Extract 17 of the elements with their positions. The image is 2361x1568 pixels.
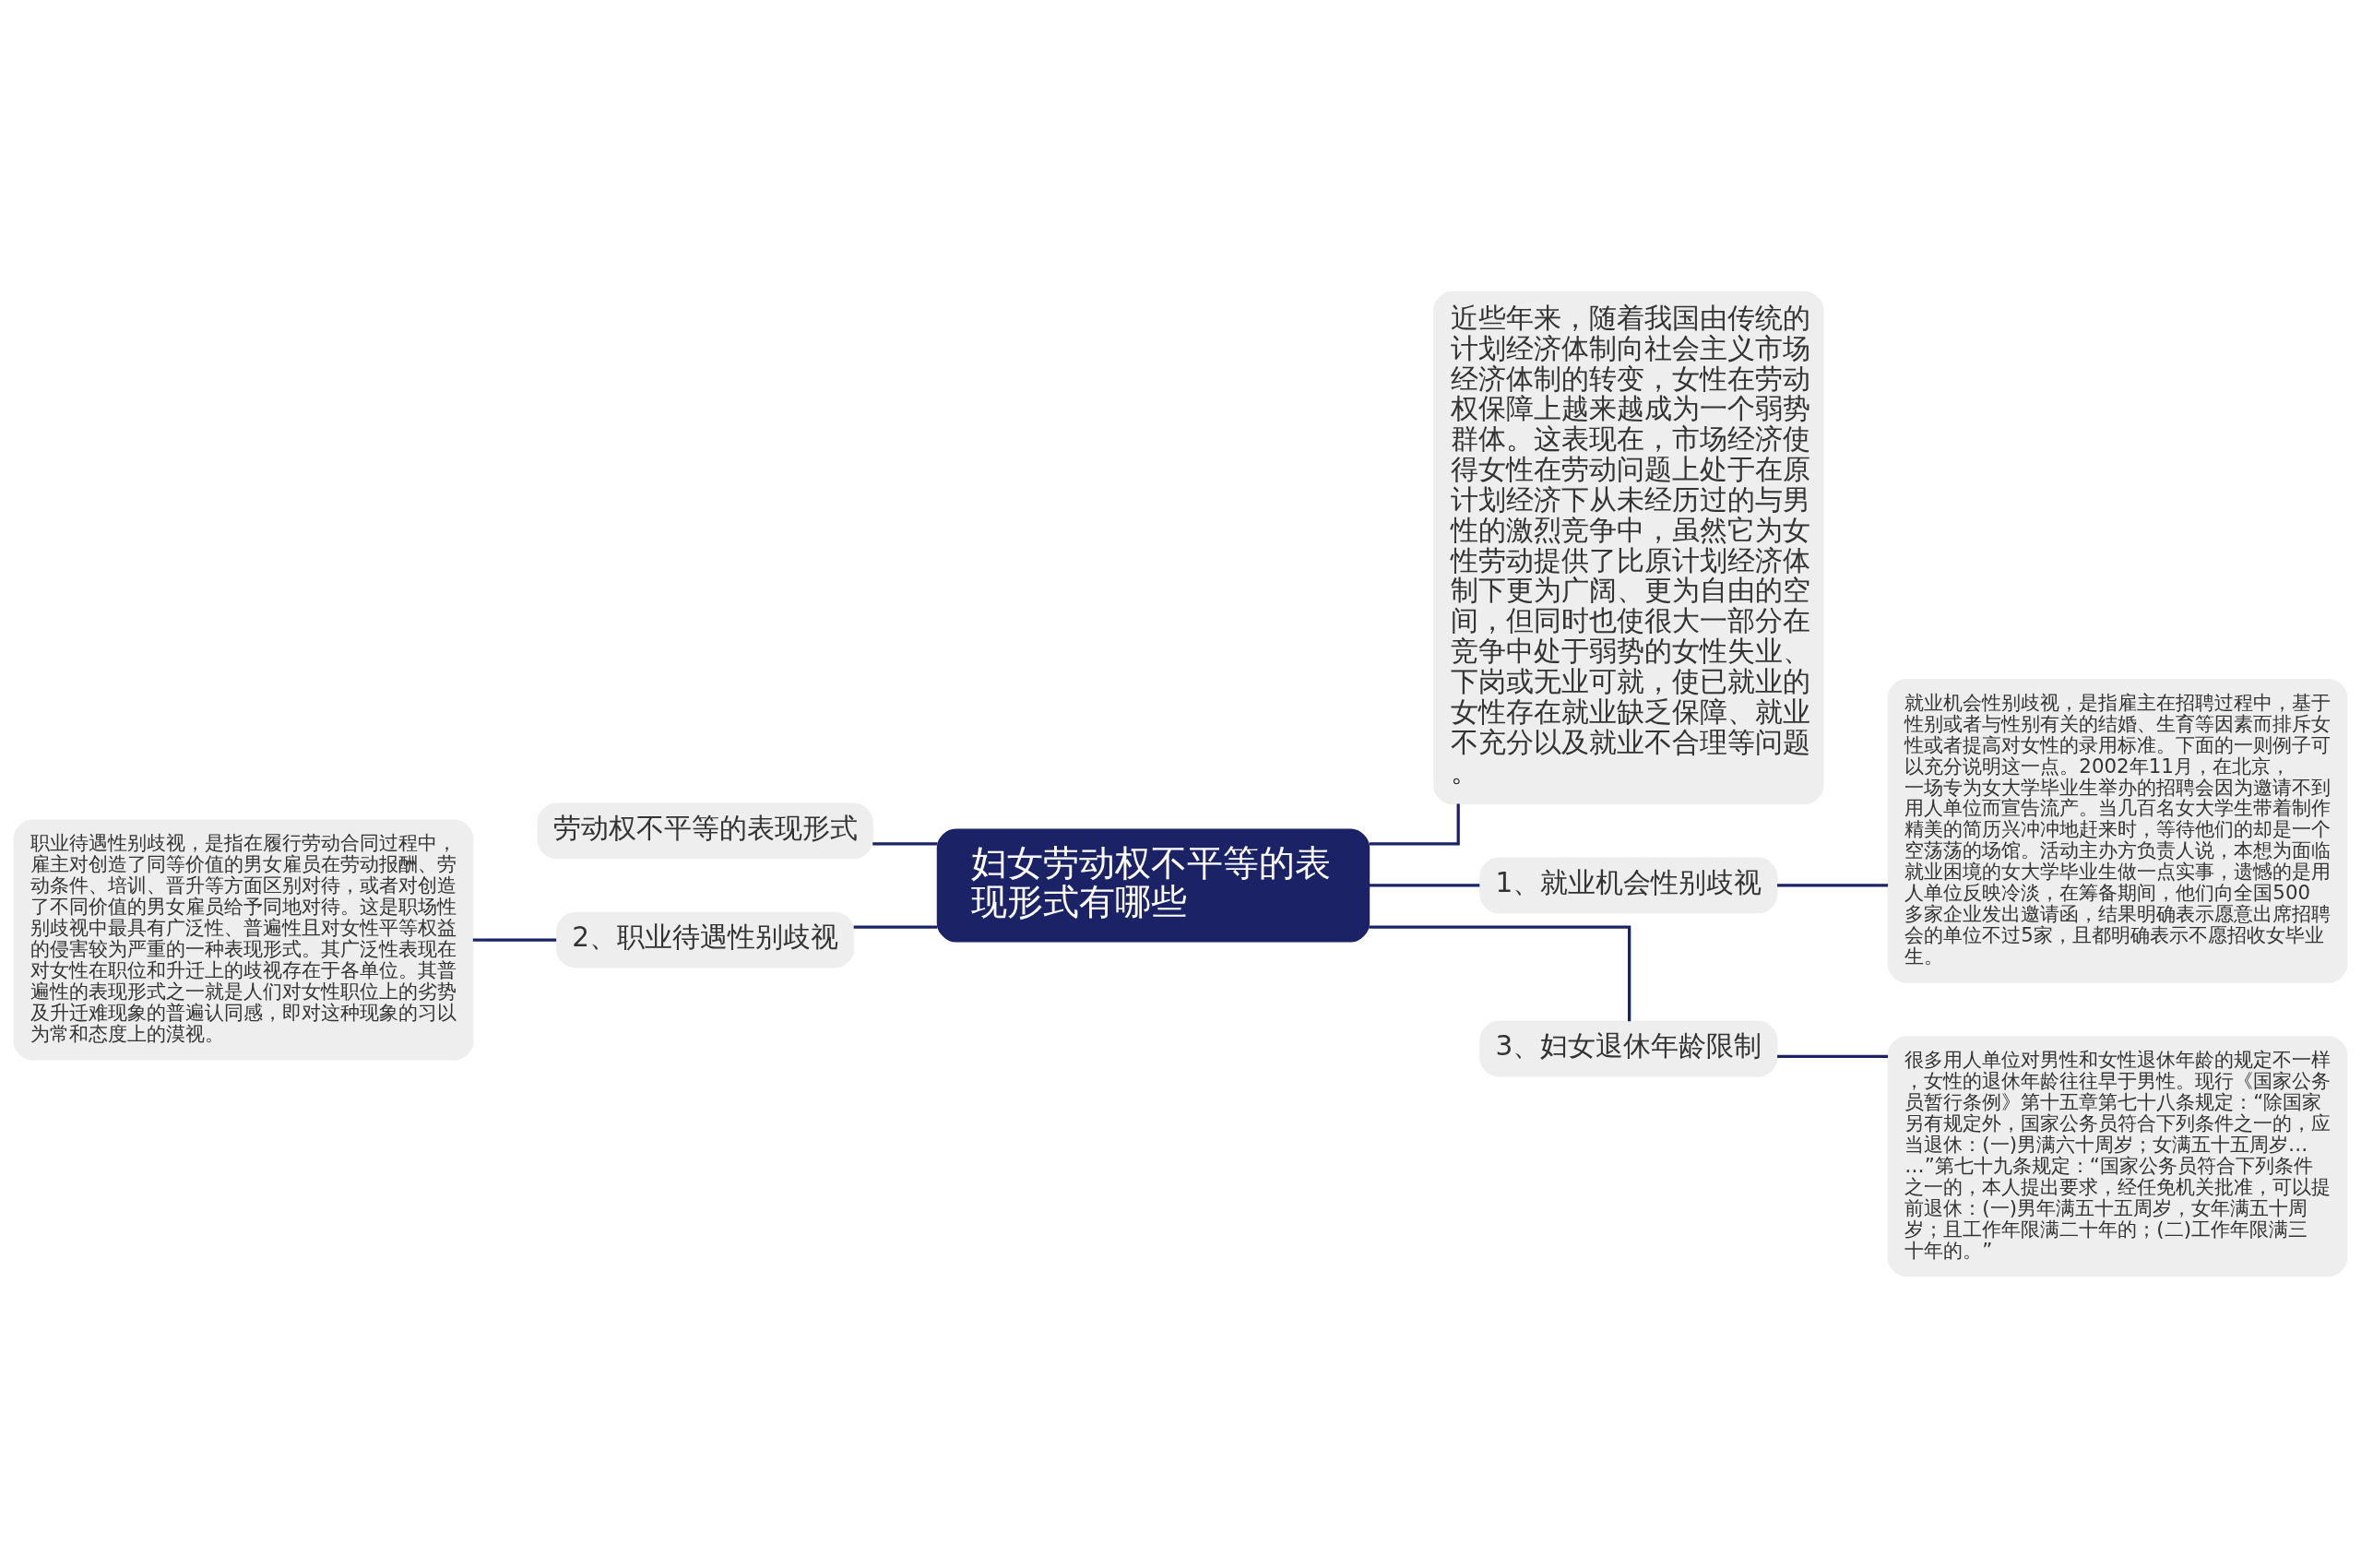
node-box: 很多用人单位对男性和女性退休年龄的规定不一样，女性的退休年龄往往早于男性。现行《国家公务员暂行条例》第十五章第七十八条规定：“除国家另有规定外，国家公务员符合下列条件之一的，应当退休：(一)男满六十周岁；女满五十五周岁……”第七十九条规定：“国家公务员符合下列条件之一的，本人提出要求，经任免机关批准，可以提前退休：(一)男年满五十五周岁，女年满五十周岁；且工作年限满二十年的；(二)工作年限满三十年的。” — [1887, 1036, 2348, 1277]
connector — [853, 925, 938, 929]
node-box: 2、职业待遇性别歧视 — [555, 911, 855, 968]
node-box: 妇女劳动权不平等的表现形式有哪些 — [936, 828, 1370, 943]
connector — [872, 842, 938, 846]
node-box: 近些年来，随着我国由传统的计划经济体制向社会主义市场经济体制的转变，女性在劳动权保障上越来越成为一个弱势群体。这表现在，市场经济使得女性在劳动问题上处于在原计划经济下从未经历过的与男性的激烈竞争中，虽然它为女性劳动提供了比原计划经济体制下更为广阔、更为自由的空间，但同时也使很大一部分在竞争中处于弱势的女性失业、下岗或无业可就，使已就业的女性存在就业缺乏保障、就业不充分以及就业不合理等问题。 — [1433, 291, 1824, 805]
node-box: 就业机会性别歧视，是指雇主在招聘过程中，基于性别或者与性别有关的结婚、生育等因素而排斥女性或者提高对女性的录用标准。下面的一则例子可以充分说明这一点。2002年11月，在北京，一场专为女大学毕业生举办的招聘会因为邀请不到用人单位而宣告流产。当几百名女大学生带着制作精美的简历兴冲冲地赶来时，等待他们的却是一个空荡荡的场馆。活动主办方负责人说，本想为面临就业困境的女大学毕业生做一点实事，遗憾的是用人单位反映冷淡，在筹备期间，他们向全国500多家企业发出邀请函，结果明确表示愿意出席招聘会的单位不过5家，且都明确表示不愿招收女毕业生。 — [1887, 678, 2348, 983]
connector — [1777, 1054, 1889, 1059]
connector — [1777, 884, 1889, 887]
connector — [472, 938, 557, 942]
node-box: 1、就业机会性别歧视 — [1479, 857, 1778, 914]
connector — [1369, 925, 1631, 1022]
node-box: 职业待遇性别歧视，是指在履行劳动合同过程中，雇主对创造了同等价值的男女雇员在劳动报酬、劳动条件、培训、晋升等方面区别对待，或者对创造了不同价值的男女雇员给予同地对待。这是职场性别歧视中最具有广泛性、普遍性且对女性平等权益的侵害较为严重的一种表现形式。其广泛性表现在对女性在职位和升迁上的歧视存在于各单位。其普遍性的表现形式之一就是人们对女性职位上的劣势及升迁难现象的普遍认同感，即对这种现象的习以为常和态度上的漠视。 — [13, 819, 474, 1061]
node-box: 劳动权不平等的表现形式 — [537, 802, 873, 860]
connector — [1369, 884, 1480, 887]
node-box: 3、妇女退休年龄限制 — [1479, 1020, 1778, 1077]
connector — [1369, 803, 1460, 846]
